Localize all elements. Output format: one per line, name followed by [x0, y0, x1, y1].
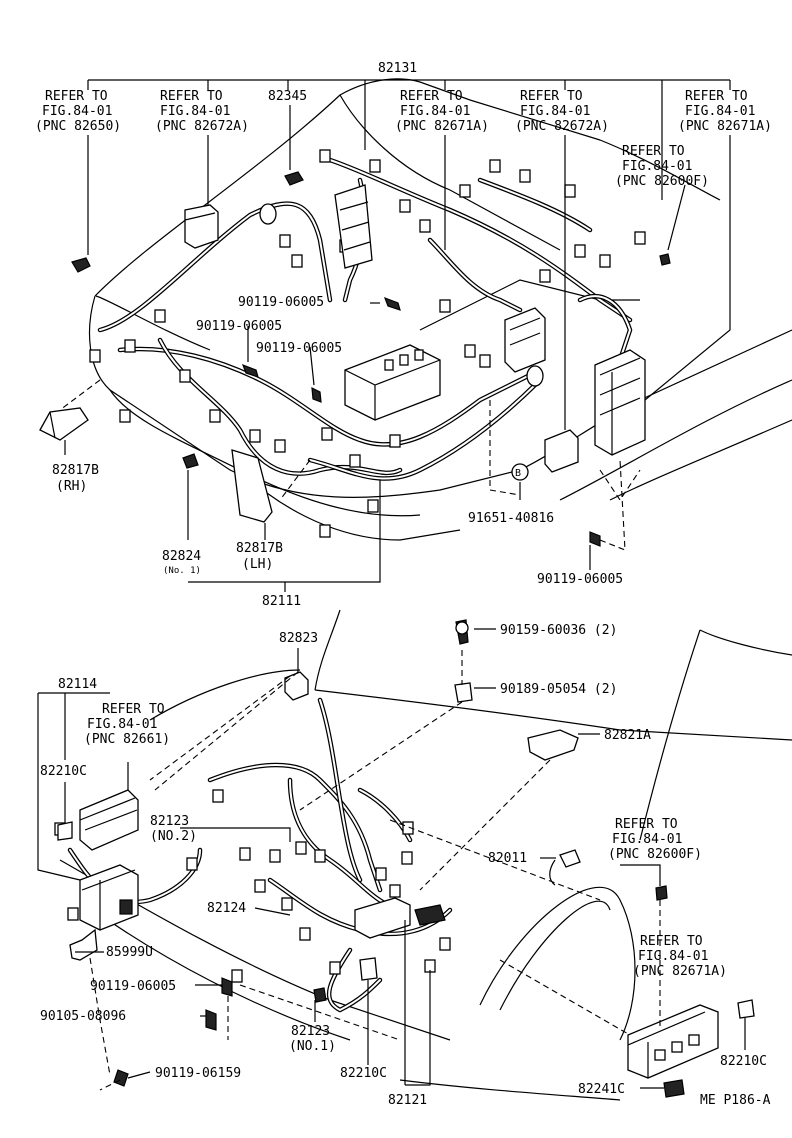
refer-box-82661: REFER TO FIG.84-01 (PNC 82661)	[84, 702, 170, 747]
top-labels: 82131 REFER TO FIG.84-01 (PNC 82650) REF…	[35, 61, 772, 609]
refer-82661-line2: FIG.84-01	[87, 717, 157, 732]
refer-box-82600f-bottom: REFER TO FIG.84-01 (PNC 82600F)	[608, 817, 702, 862]
label-bolt-90119-06005-c: 90119-06005	[256, 341, 342, 356]
label-90189-05054: 90189-05054 (2)	[500, 682, 617, 697]
refer-82650-line2: FIG.84-01	[42, 104, 112, 119]
bottom-labels: 82823 90159-60036 (2) 90189-05054 (2) 82…	[40, 623, 771, 1108]
label-82210c-right: 82210C	[720, 1054, 767, 1069]
label-82824-note: (No. 1)	[163, 566, 201, 576]
label-bolt-90119-06005-d: 90119-06005	[537, 572, 623, 587]
label-82823: 82823	[279, 631, 318, 646]
refer-82672a-right-line2: FIG.84-01	[520, 104, 590, 119]
top-harness	[97, 157, 633, 481]
label-82131: 82131	[378, 61, 417, 76]
refer-box-82600f-top: REFER TO FIG.84-01 (PNC 82600F)	[615, 144, 709, 189]
refer-82672a-left-line1: REFER TO	[160, 89, 223, 104]
label-bolt-90119-06159: 90119-06159	[155, 1066, 241, 1081]
top-components	[39, 171, 671, 547]
top-leaders	[59, 79, 731, 592]
label-82824: 82824	[162, 549, 201, 564]
refer-82671a-right-line3: (PNC 82671A)	[678, 119, 772, 134]
label-82345: 82345	[268, 89, 307, 104]
refer-82600f-top-line3: (PNC 82600F)	[615, 174, 709, 189]
refer-82671a-right-line2: FIG.84-01	[685, 104, 755, 119]
label-82123-no2-note: (NO.2)	[150, 829, 197, 844]
refer-82672a-right-line3: (PNC 82672A)	[515, 119, 609, 134]
label-82123-no2: 82123	[150, 814, 189, 829]
refer-82671a-bottom-line3: (PNC 82671A)	[633, 964, 727, 979]
refer-82671a-center-line1: REFER TO	[400, 89, 463, 104]
label-82821a: 82821A	[604, 728, 651, 743]
refer-82672a-right-line1: REFER TO	[520, 89, 583, 104]
refer-box-82650: REFER TO FIG.84-01 (PNC 82650)	[35, 89, 121, 134]
top-assembly: 82131 REFER TO FIG.84-01 (PNC 82650) REF…	[35, 61, 792, 609]
label-bolt-90119-06005-b: 90119-06005	[196, 319, 282, 334]
refer-82672a-left-line3: (PNC 82672A)	[155, 119, 249, 134]
label-85999u: 85999U	[106, 945, 153, 960]
refer-82671a-center-line3: (PNC 82671A)	[395, 119, 489, 134]
refer-box-82672a-left: REFER TO FIG.84-01 (PNC 82672A)	[155, 89, 249, 134]
label-90159-60036: 90159-60036 (2)	[500, 623, 617, 638]
refer-82671a-bottom-line2: FIG.84-01	[638, 949, 708, 964]
refer-82650-line1: REFER TO	[45, 89, 108, 104]
marker-b: B	[515, 468, 521, 479]
label-82817b-rh-side: (RH)	[56, 479, 87, 494]
bottom-assembly: 82823 90159-60036 (2) 90189-05054 (2) 82…	[37, 609, 792, 1108]
refer-82661-line3: (PNC 82661)	[84, 732, 170, 747]
refer-box-82671a-bottom: REFER TO FIG.84-01 (PNC 82671A)	[633, 934, 727, 979]
refer-box-82671a-center: REFER TO FIG.84-01 (PNC 82671A)	[395, 89, 489, 134]
refer-82671a-bottom-line1: REFER TO	[640, 934, 703, 949]
refer-82671a-right-line1: REFER TO	[685, 89, 748, 104]
label-91651-40816: 91651-40816	[468, 511, 554, 526]
refer-82650-line3: (PNC 82650)	[35, 119, 121, 134]
label-bolt-90119-06005-e: 90119-06005	[90, 979, 176, 994]
label-bolt-90119-06005-a: 90119-06005	[238, 295, 324, 310]
refer-82600f-bottom-line2: FIG.84-01	[612, 832, 682, 847]
label-82210c-left: 82210C	[40, 764, 87, 779]
label-82114: 82114	[58, 677, 97, 692]
refer-82671a-center-line2: FIG.84-01	[400, 104, 470, 119]
label-82111: 82111	[262, 594, 301, 609]
label-82817b-lh-side: (LH)	[242, 557, 273, 572]
diagram-id: ME P186-A	[700, 1093, 771, 1108]
refer-82600f-bottom-line3: (PNC 82600F)	[608, 847, 702, 862]
label-82210c-bottom: 82210C	[340, 1066, 387, 1081]
label-82121: 82121	[388, 1093, 427, 1108]
label-bolt-90105-08096: 90105-08096	[40, 1009, 126, 1024]
label-82011: 82011	[488, 851, 527, 866]
refer-box-82671a-right: REFER TO FIG.84-01 (PNC 82671A)	[678, 89, 772, 134]
refer-82600f-top-line1: REFER TO	[622, 144, 685, 159]
refer-82600f-bottom-line1: REFER TO	[615, 817, 678, 832]
label-82124: 82124	[207, 901, 246, 916]
label-82241c: 82241C	[578, 1082, 625, 1097]
bottom-components	[57, 619, 755, 1098]
refer-82661-line1: REFER TO	[102, 702, 165, 717]
label-82123-no1: 82123	[291, 1024, 330, 1039]
label-82817b-rh: 82817B	[52, 463, 99, 478]
refer-82600f-top-line2: FIG.84-01	[622, 159, 692, 174]
refer-box-82672a-right: REFER TO FIG.84-01 (PNC 82672A)	[515, 89, 609, 134]
refer-82672a-left-line2: FIG.84-01	[160, 104, 230, 119]
label-82123-no1-note: (NO.1)	[289, 1039, 336, 1054]
bottom-leaders	[37, 628, 746, 1091]
label-82817b-lh: 82817B	[236, 541, 283, 556]
